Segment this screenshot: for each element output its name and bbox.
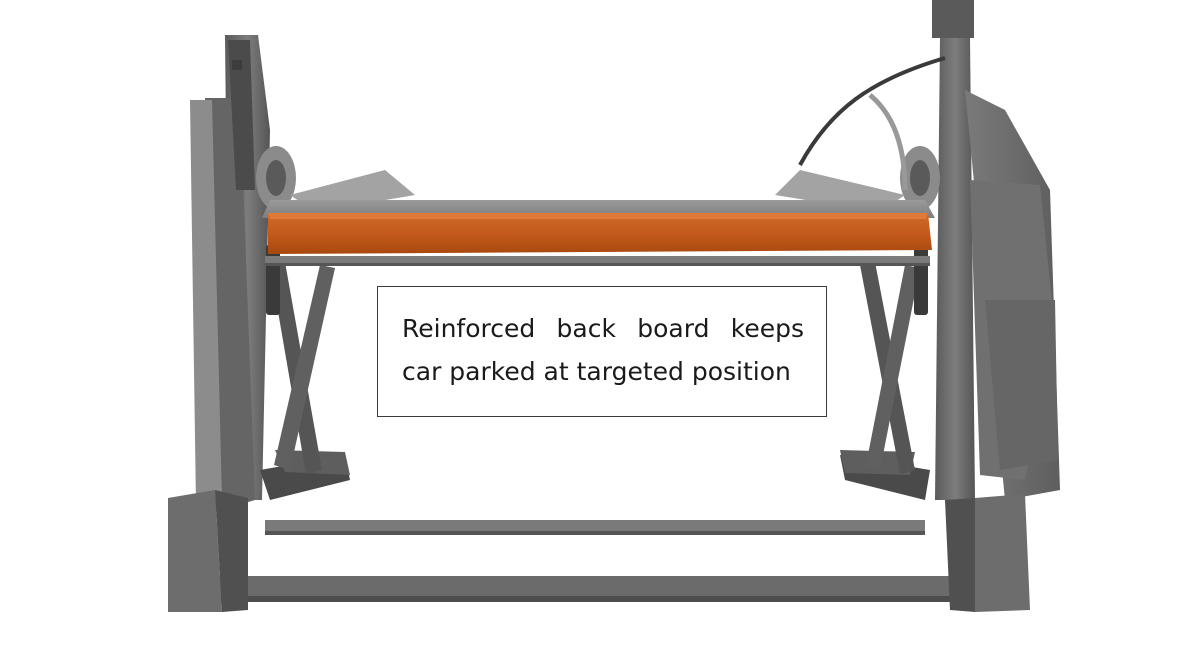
callout-box: Reinforced back board keeps car parked a… [377, 286, 827, 417]
base-frame [215, 520, 985, 602]
callout-line-2: car parked at targeted position [402, 357, 791, 386]
left-pillar [168, 35, 350, 612]
callout-line-1: Reinforced back board keeps [402, 314, 804, 343]
reinforced-back-board [268, 213, 932, 254]
right-pillar [798, 0, 1060, 612]
